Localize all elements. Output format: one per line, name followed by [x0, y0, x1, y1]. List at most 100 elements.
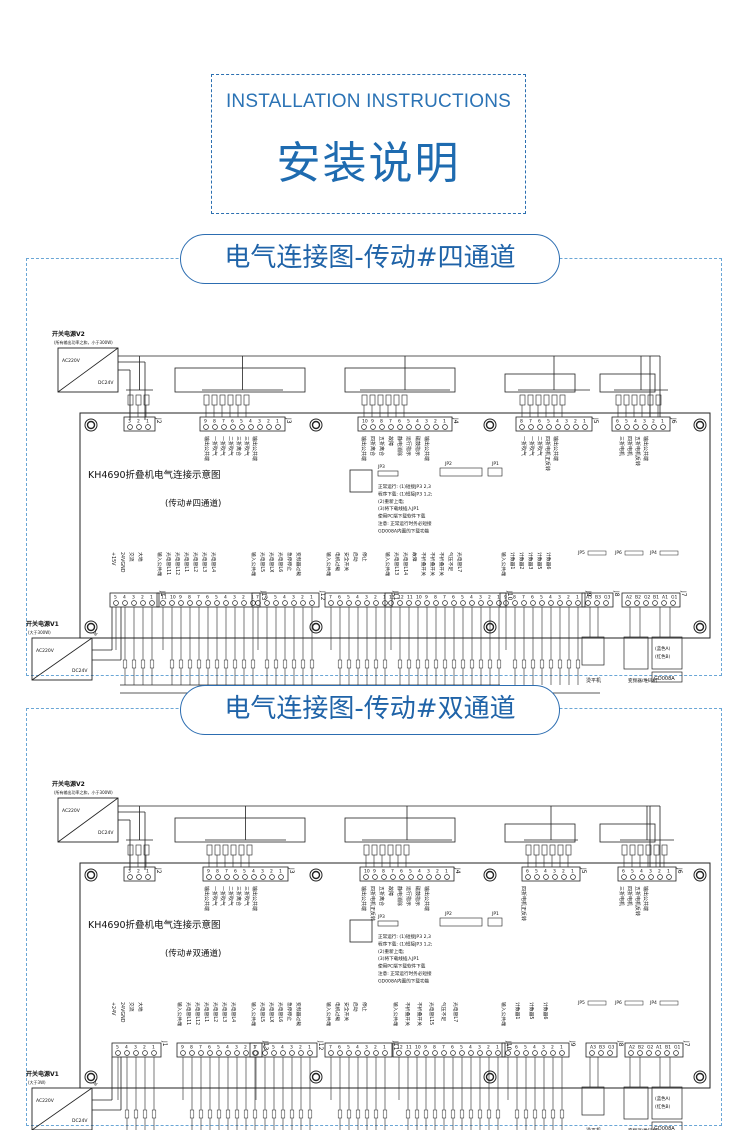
svg-text:9: 9 — [504, 595, 507, 601]
mounting-hole — [693, 868, 707, 882]
box — [624, 1000, 644, 1006]
j10-input-label: 光电管L7 — [456, 552, 463, 572]
connector-J8-label: J8 — [613, 590, 620, 597]
jumper-note: 程序下载: (1)短接JP3 1,2; — [378, 940, 433, 947]
wire — [57, 347, 119, 393]
box — [565, 844, 572, 856]
section-heading-four-channel: 电气连接图-传动#四通道 — [180, 234, 560, 284]
box — [377, 920, 399, 927]
svg-text:5: 5 — [274, 595, 277, 601]
jumper-jp1-label: JP1 — [491, 461, 499, 467]
j11-input-label: 停止 — [361, 552, 368, 562]
box — [504, 373, 576, 393]
svg-text:1: 1 — [496, 1045, 499, 1051]
jumper-jp6-label: JP6 — [614, 1000, 622, 1006]
box — [349, 469, 373, 493]
svg-text:G3: G3 — [604, 595, 610, 601]
jumper-note: (2)重新上电; — [378, 498, 405, 505]
svg-text:2: 2 — [137, 419, 140, 425]
connector-j2-label: J2 — [155, 867, 162, 874]
j12-input-label: 急停停止 — [286, 1002, 293, 1021]
connector-j4-label: J4 — [454, 867, 461, 874]
svg-text:10: 10 — [170, 595, 176, 601]
svg-text:G2: G2 — [647, 1045, 653, 1051]
connector-J12-label: J12 — [317, 1040, 324, 1051]
connector-j6-label: J6 — [670, 417, 677, 424]
svg-text:1: 1 — [497, 595, 500, 601]
svg-text:4: 4 — [533, 1045, 536, 1051]
svg-text:5: 5 — [272, 1045, 275, 1051]
box — [581, 636, 605, 666]
jumper-jp5-label: JP5 — [577, 1000, 585, 1006]
j4-output-label: 故障 — [387, 436, 394, 446]
connector-j2-label: J2 — [155, 417, 162, 424]
box — [262, 1109, 268, 1119]
svg-text:2: 2 — [141, 595, 144, 601]
svg-text:3: 3 — [427, 869, 430, 875]
svg-text:7: 7 — [442, 1045, 445, 1051]
svg-text:8: 8 — [520, 419, 523, 425]
box — [624, 550, 644, 556]
svg-text:1: 1 — [383, 1045, 386, 1051]
svg-text:11: 11 — [406, 1045, 412, 1051]
box — [623, 394, 630, 406]
box — [599, 823, 656, 843]
j13-input-label: 光电管L12 — [194, 1002, 201, 1025]
box — [280, 1109, 286, 1119]
j4-output-label: 四折电机正反转 — [369, 886, 376, 921]
box — [450, 1109, 456, 1119]
svg-text:2: 2 — [652, 419, 655, 425]
j13-input-label: 光电管L12 — [174, 552, 181, 575]
svg-text:1: 1 — [253, 1045, 256, 1051]
box — [371, 844, 378, 856]
svg-text:5: 5 — [347, 1045, 350, 1051]
j6-output-label: 四折电机 — [626, 886, 633, 906]
mounting-hole — [309, 868, 323, 882]
box — [587, 550, 607, 556]
box — [439, 917, 483, 927]
device-ironer-label: 烫平机 — [586, 677, 601, 684]
connector-J9-label: J9 — [569, 1040, 576, 1047]
svg-text:4: 4 — [544, 869, 547, 875]
box — [135, 394, 142, 406]
svg-text:4: 4 — [549, 595, 552, 601]
j12-input-label: 变频器过载 — [295, 1002, 302, 1026]
psu-title: 开关电源V1 — [26, 1070, 59, 1078]
svg-text:4: 4 — [640, 869, 643, 875]
j10-input-label: 不折叠开关 — [420, 552, 427, 576]
j1-input-label: 24VGND — [119, 1002, 125, 1023]
box — [377, 470, 399, 477]
section-heading-dual-channel: 电气连接图-传动#双通道 — [180, 685, 560, 735]
svg-text:3: 3 — [258, 419, 261, 425]
jumper-jp4-label: JP4 — [649, 1000, 657, 1006]
j12-input-label: 急停停止 — [286, 552, 293, 571]
box — [631, 394, 638, 406]
box — [551, 394, 558, 406]
psu-dc-label: DC24V — [98, 380, 114, 386]
box — [289, 1109, 295, 1119]
box — [387, 844, 394, 856]
svg-text:5: 5 — [547, 419, 550, 425]
j12-input-label: 输入公共端 — [250, 552, 257, 576]
box — [514, 1109, 520, 1119]
svg-text:4: 4 — [125, 1045, 128, 1051]
j4-output-label: 五折离合 — [378, 436, 385, 456]
box — [639, 394, 646, 406]
svg-text:2: 2 — [374, 595, 377, 601]
connector-J13-label: J13 — [260, 590, 267, 601]
svg-text:2: 2 — [434, 419, 437, 425]
j10-input-label: 光电管L14 — [402, 552, 409, 575]
j10-input-label: 气压不足 — [447, 552, 454, 571]
j9-input-label: 计数器2 — [518, 552, 525, 569]
box — [174, 817, 306, 843]
mounting-hole — [84, 620, 98, 634]
mounting-hole — [84, 418, 98, 432]
psu-dc-label: DC24V — [72, 1118, 88, 1124]
svg-text:1: 1 — [308, 1045, 311, 1051]
box — [651, 671, 683, 683]
j10-input-label: 光电管L13 — [393, 552, 400, 575]
svg-text:6: 6 — [451, 1045, 454, 1051]
